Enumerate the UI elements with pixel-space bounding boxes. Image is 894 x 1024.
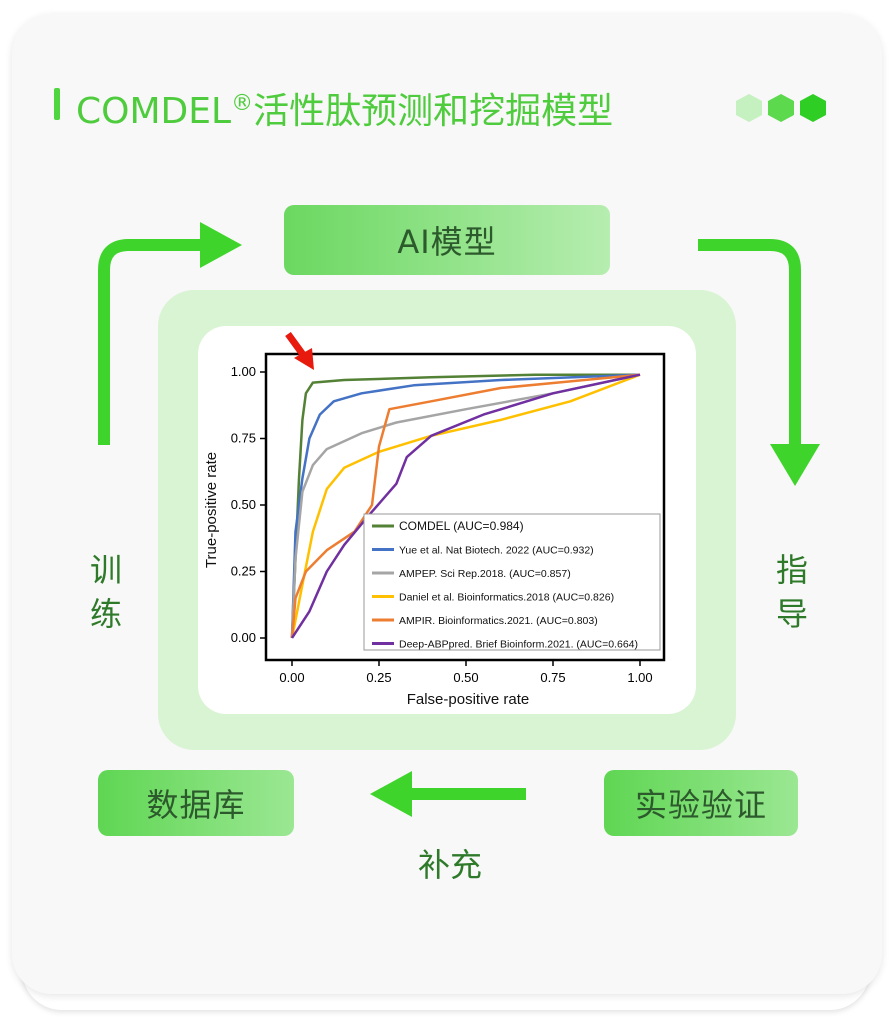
roc-curve-4 (290, 373, 641, 639)
database-box: 数据库 (98, 770, 294, 836)
y-axis-label: True-positive rate (203, 452, 220, 568)
arrow-train-to-model (98, 239, 210, 445)
roc-curve-6 (290, 373, 641, 639)
y-tick-label: 0.00 (231, 630, 256, 645)
x-tick-label: 0.50 (453, 670, 478, 685)
legend-label: Yue et al. Nat Biotech. 2022 (AUC=0.932) (399, 545, 594, 557)
title-accent-bar (54, 88, 60, 120)
arrow-head-down (770, 444, 820, 486)
roc-curve-3 (290, 373, 641, 639)
database-label: 数据库 (146, 786, 246, 824)
x-axis-label: False-positive rate (407, 691, 530, 708)
roc-chart: 0.00 0.25 0.50 0.75 1.00 0.00 0.25 0.50 0.75 1.00… (203, 331, 666, 708)
roc-curve-5 (290, 373, 641, 639)
legend-label: Deep-ABPpred. Brief Bioinform.2021. (AUC… (399, 639, 638, 651)
hexagon-dots (736, 94, 826, 122)
y-tick-label: 0.50 (231, 497, 256, 512)
title-rest: 活性肽预测和挖掘模型 (253, 91, 614, 132)
supplement-label: 补充 (418, 846, 483, 884)
x-tick-label: 0.00 (279, 670, 304, 685)
guide-label: 指导 (775, 551, 808, 633)
y-tick-label: 0.25 (231, 564, 256, 579)
y-tick-label: 0.75 (231, 431, 256, 446)
legend-box (363, 513, 661, 651)
legend-label: AMPEP. Sci Rep.2018. (AUC=0.857) (399, 568, 571, 580)
arrow-model-to-guide (698, 239, 801, 450)
x-tick-label: 0.75 (540, 670, 565, 685)
roc-curve-2 (290, 373, 641, 639)
arrow-head-left (370, 771, 412, 817)
page-title: COMDEL®活性肽预测和挖掘模型 (76, 80, 613, 136)
x-tick-label: 0.25 (366, 670, 391, 685)
train-label: 训练 (89, 551, 122, 633)
ai-model-box: AI模型 (284, 205, 610, 275)
y-tick-label: 1.00 (231, 364, 256, 379)
curve-group (290, 373, 641, 639)
red-pointer-arrow-icon (285, 331, 314, 370)
legend-label: Daniel et al. Bioinformatics.2018 (AUC=0… (399, 592, 614, 604)
legend: COMDEL (AUC=0.984) Yue et al. Nat Biotech… (363, 513, 661, 651)
ai-model-label: AI模型 (397, 223, 497, 261)
x-tick-label: 1.00 (627, 670, 652, 685)
legend-label: AMPIR. Bioinformatics.2021. (AUC=0.803) (399, 615, 598, 627)
validation-label: 实验验证 (634, 786, 767, 824)
arrow-head-right (200, 222, 242, 268)
validation-box: 实验验证 (604, 770, 798, 836)
registered-mark: ® (231, 91, 254, 116)
tick-group: 0.00 0.25 0.50 0.75 1.00 0.00 0.25 0.50 0.75 1.00 (231, 364, 653, 685)
title-main: COMDEL (76, 91, 232, 132)
legend-label: COMDEL (AUC=0.984) (399, 519, 524, 533)
